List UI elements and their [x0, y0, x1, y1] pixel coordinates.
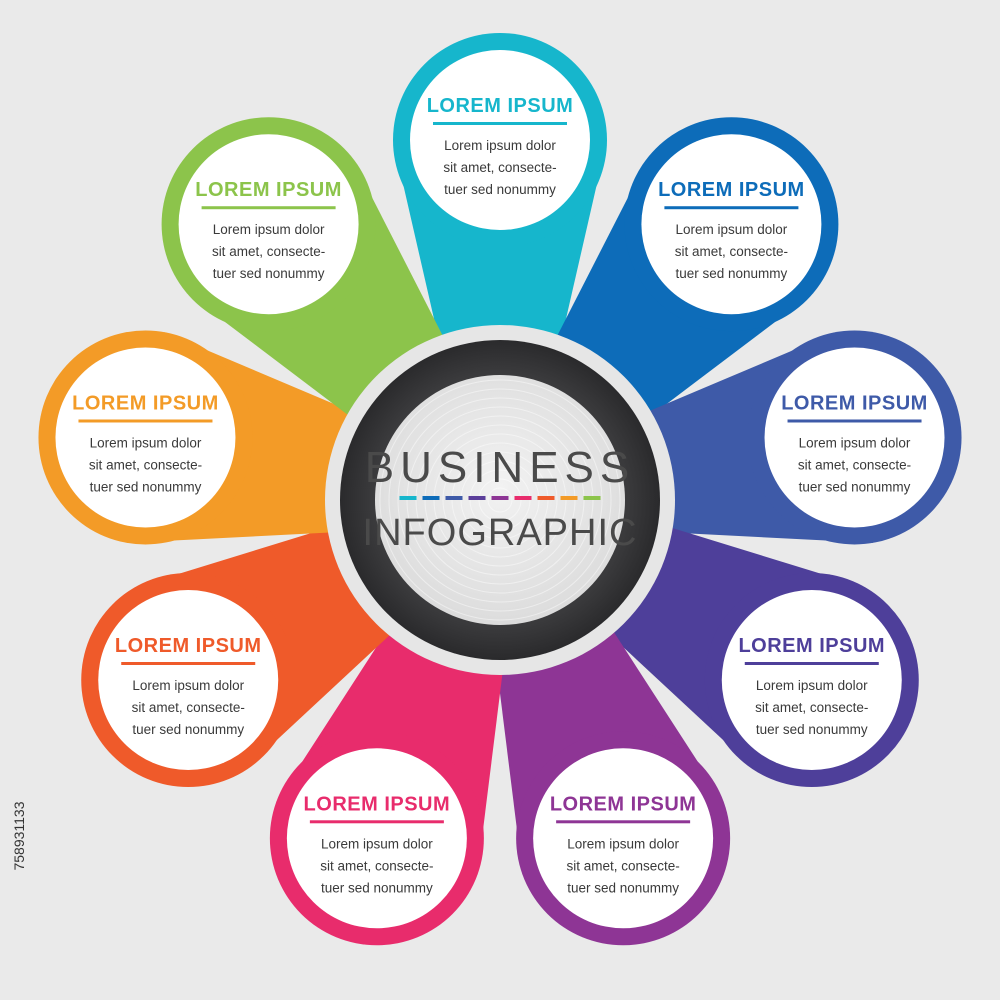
petal-body-line: Lorem ipsum dolor	[213, 222, 325, 237]
petal-body-line: Lorem ipsum dolor	[444, 138, 556, 153]
center-subtitle: INFOGRAPHIC	[363, 512, 638, 554]
petal-title-underline	[787, 419, 922, 423]
petal-body-line: tuer sed nonummy	[132, 722, 244, 737]
petal-body-line: Lorem ipsum dolor	[90, 435, 202, 450]
petal-title: LOREM IPSUM	[304, 793, 451, 815]
hub-texture-ring	[442, 442, 558, 558]
petal-title: LOREM IPSUM	[72, 392, 219, 414]
stock-id-text: 758931133	[11, 801, 27, 871]
petal-inner-circle	[764, 347, 945, 528]
center-bar-segment	[491, 496, 509, 500]
petal-body-line: sit amet, consecte-	[212, 244, 325, 259]
petal-title: LOREM IPSUM	[781, 392, 928, 414]
petals-layer: LOREM IPSUM Lorem ipsum dolor sit amet, co…	[38, 33, 962, 946]
petal-title: LOREM IPSUM	[427, 95, 574, 117]
petal-body-line: tuer sed nonummy	[567, 880, 679, 895]
petal-6: LOREM IPSUM Lorem ipsum dolor sit amet, co…	[269, 625, 504, 946]
petal-inner-circle	[641, 134, 822, 315]
stock-id-label: 758931133	[6, 740, 32, 940]
petal-body-line: sit amet, consecte-	[675, 244, 788, 259]
petal-4: LOREM IPSUM Lorem ipsum dolor sit amet, co…	[604, 525, 919, 787]
hub-texture-ring	[397, 397, 603, 603]
center-bar-segment	[514, 496, 532, 500]
petal-body-line: tuer sed nonummy	[675, 266, 787, 281]
petal-2: LOREM IPSUM Lorem ipsum dolor sit amet, co…	[553, 117, 839, 420]
petal-inner-circle	[98, 590, 279, 770]
petal-inner-circle	[178, 134, 359, 315]
petal-title: LOREM IPSUM	[115, 635, 262, 657]
petal-body-line: sit amet, consecte-	[443, 160, 556, 175]
petal-title-underline	[556, 820, 691, 824]
petal-inner-circle	[533, 748, 714, 929]
petal-3: LOREM IPSUM Lorem ipsum dolor sit amet, co…	[642, 330, 962, 545]
petal-body-line: Lorem ipsum dolor	[567, 836, 679, 851]
petal-title: LOREM IPSUM	[550, 793, 697, 815]
petal-body-line: sit amet, consecte-	[132, 700, 245, 715]
petal-1: LOREM IPSUM Lorem ipsum dolor sit amet, co…	[393, 33, 607, 345]
petal-body-line: Lorem ipsum dolor	[756, 678, 868, 693]
petal-title: LOREM IPSUM	[738, 635, 885, 657]
petal-body-line: tuer sed nonummy	[444, 182, 556, 197]
petal-body-line: sit amet, consecte-	[755, 700, 868, 715]
petal-body-line: Lorem ipsum dolor	[321, 836, 433, 851]
petal-body-line: sit amet, consecte-	[566, 858, 679, 873]
center-bar-segment	[445, 496, 463, 500]
petal-body-line: tuer sed nonummy	[756, 722, 868, 737]
hub-texture-ring	[487, 487, 513, 513]
petal-title-underline	[121, 662, 256, 665]
center-title: BUSINESS	[365, 443, 636, 492]
center-bar-segment	[537, 496, 555, 500]
petal-body-line: tuer sed nonummy	[90, 479, 202, 494]
petal-title-underline	[201, 206, 336, 210]
petal-body-line: Lorem ipsum dolor	[676, 222, 788, 237]
center-bar-segment	[583, 496, 601, 500]
petal-7: LOREM IPSUM Lorem ipsum dolor sit amet, co…	[81, 525, 396, 787]
center-bar-segment	[468, 496, 486, 500]
petal-body-line: tuer sed nonummy	[799, 479, 911, 494]
center-bar-segment	[422, 496, 440, 500]
petal-title-underline	[433, 122, 567, 125]
hub-texture-ring	[388, 388, 612, 612]
petal-inner-circle	[410, 50, 590, 230]
petal-title-underline	[309, 820, 444, 824]
petal-inner-circle	[286, 748, 467, 929]
petal-body-line: sit amet, consecte-	[798, 457, 911, 472]
petal-title: LOREM IPSUM	[195, 179, 342, 201]
petal-body-line: tuer sed nonummy	[321, 880, 433, 895]
petal-title-underline	[744, 662, 879, 665]
petal-title: LOREM IPSUM	[658, 179, 805, 201]
petal-body-line: sit amet, consecte-	[320, 858, 433, 873]
hub-texture-ring	[379, 379, 621, 621]
petal-5: LOREM IPSUM Lorem ipsum dolor sit amet, co…	[496, 625, 731, 946]
petal-body-line: Lorem ipsum dolor	[132, 678, 244, 693]
petal-title-underline	[664, 206, 799, 210]
petal-title-underline	[78, 419, 213, 423]
petal-9: LOREM IPSUM Lorem ipsum dolor sit amet, co…	[161, 117, 447, 420]
petal-body-line: sit amet, consecte-	[89, 457, 202, 472]
petal-body-line: Lorem ipsum dolor	[799, 435, 911, 450]
petal-inner-circle	[721, 590, 902, 770]
center-bar-segment	[560, 496, 578, 500]
petal-inner-circle	[55, 347, 236, 528]
center-bar-segment	[399, 496, 417, 500]
petal-body-line: tuer sed nonummy	[213, 266, 325, 281]
center-color-bar	[399, 496, 601, 500]
petal-8: LOREM IPSUM Lorem ipsum dolor sit amet, co…	[38, 330, 358, 545]
center-hub: BUSINESS INFOGRAPHIC	[325, 325, 675, 675]
